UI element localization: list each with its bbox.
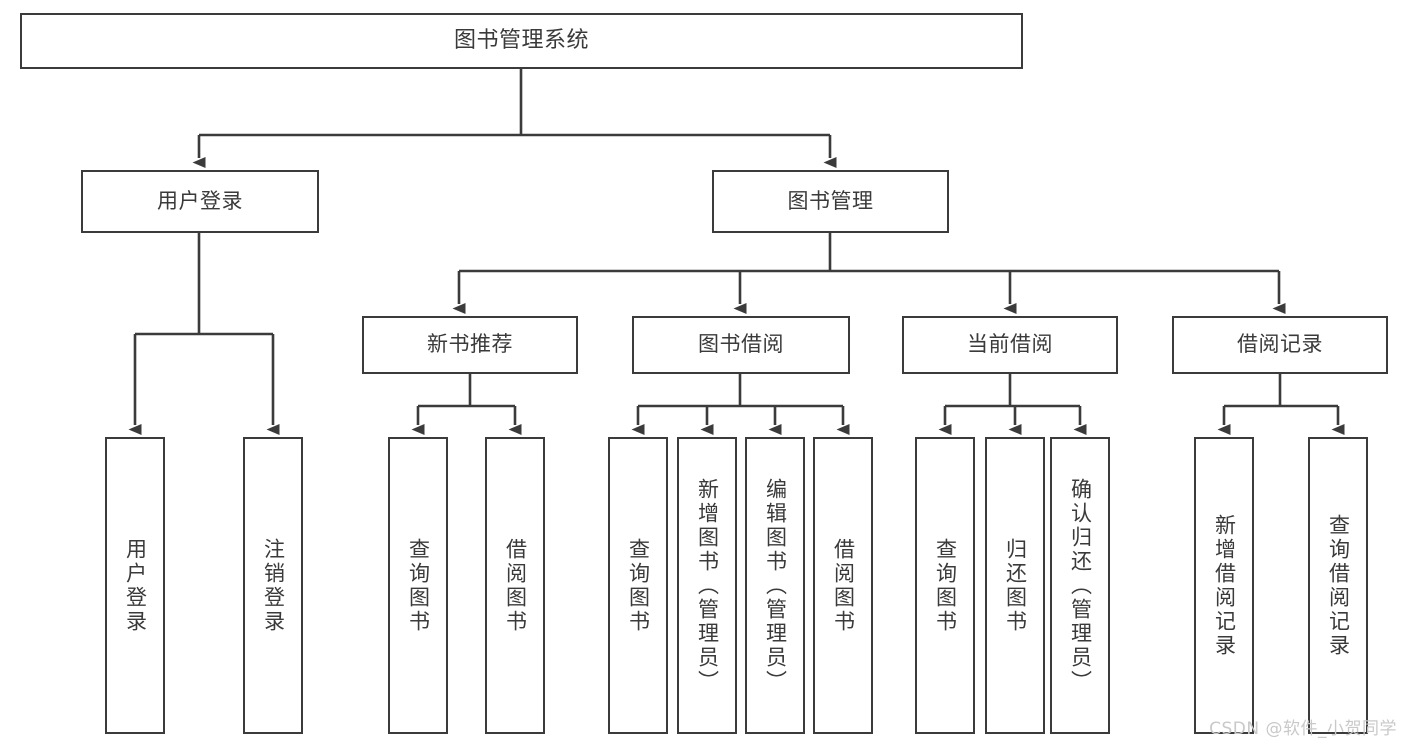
- node-label: 当前借阅: [967, 332, 1053, 357]
- node-label: 图书借阅: [698, 332, 784, 357]
- node-label: 借阅记录: [1237, 332, 1323, 357]
- node-label: 借阅图书: [831, 537, 856, 634]
- node-label: 图书管理: [787, 188, 874, 213]
- node-leaf-rec-query-book[interactable]: 查询图书: [388, 437, 448, 734]
- node-label: 查询图书: [406, 537, 431, 634]
- node-leaf-borrow-add-book[interactable]: 新增图书（管理员）: [677, 437, 737, 734]
- node-label: 图书管理系统: [453, 27, 589, 53]
- node-book-borrow[interactable]: 图书借阅: [632, 316, 850, 374]
- node-label: 查询图书: [626, 537, 651, 634]
- node-label: 新增图书（管理员）: [695, 477, 720, 694]
- node-leaf-user-login[interactable]: 用户登录: [105, 437, 165, 734]
- node-label: 借阅图书: [503, 537, 528, 634]
- node-leaf-cur-return-book[interactable]: 归还图书: [985, 437, 1045, 734]
- node-leaf-cur-confirm-return[interactable]: 确认归还（管理员）: [1050, 437, 1110, 734]
- node-label: 归还图书: [1003, 537, 1028, 634]
- node-label: 查询借阅记录: [1326, 513, 1351, 658]
- node-label: 确认归还（管理员）: [1068, 477, 1093, 694]
- node-label: 新增借阅记录: [1212, 513, 1237, 658]
- node-label: 编辑图书（管理员）: [763, 477, 788, 694]
- node-label: 查询图书: [933, 537, 958, 634]
- node-new-book-recommend[interactable]: 新书推荐: [362, 316, 578, 374]
- node-borrow-record[interactable]: 借阅记录: [1172, 316, 1388, 374]
- node-leaf-rec-query-record[interactable]: 查询借阅记录: [1308, 437, 1368, 734]
- node-label: 新书推荐: [427, 332, 513, 357]
- node-user-login[interactable]: 用户登录: [81, 170, 319, 233]
- node-leaf-rec-add-record[interactable]: 新增借阅记录: [1194, 437, 1254, 734]
- node-label: 用户登录: [157, 188, 243, 213]
- node-leaf-rec-borrow-book[interactable]: 借阅图书: [485, 437, 545, 734]
- node-leaf-borrow-borrow-book[interactable]: 借阅图书: [813, 437, 873, 734]
- node-book-manage[interactable]: 图书管理: [712, 170, 949, 233]
- node-leaf-borrow-query-book[interactable]: 查询图书: [608, 437, 668, 734]
- node-label: 注销登录: [261, 537, 286, 634]
- csdn-watermark: CSDN @软件_小贺同学: [1209, 719, 1397, 739]
- node-current-borrow[interactable]: 当前借阅: [902, 316, 1118, 374]
- node-root-system[interactable]: 图书管理系统: [20, 13, 1023, 69]
- node-leaf-cur-query-book[interactable]: 查询图书: [915, 437, 975, 734]
- node-label: 用户登录: [123, 537, 148, 634]
- node-leaf-borrow-edit-book[interactable]: 编辑图书（管理员）: [745, 437, 805, 734]
- node-leaf-user-logout[interactable]: 注销登录: [243, 437, 303, 734]
